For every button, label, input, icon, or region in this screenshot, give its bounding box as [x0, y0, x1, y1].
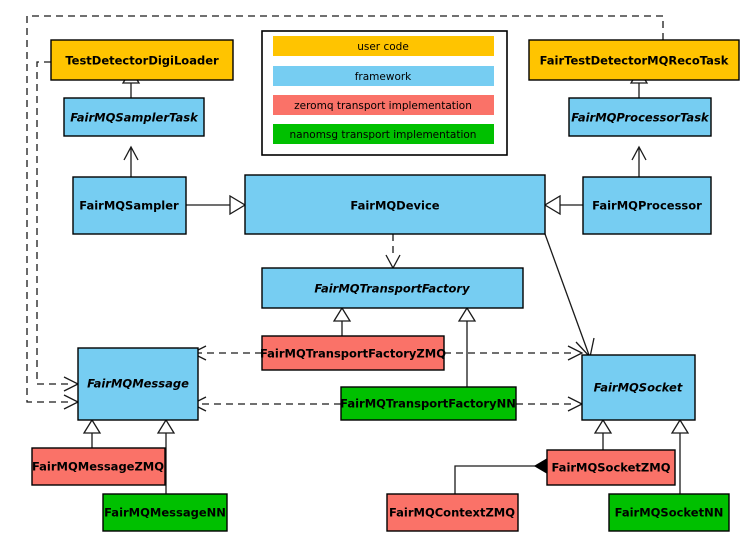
node-label-fairmq-transport-factory-nn: FairMQTransportFactoryNN	[340, 397, 516, 411]
arrowhead-sampler-to-samplertask	[123, 145, 139, 161]
node-layer: TestDetectorDigiLoader FairTestDetectorM…	[31, 39, 740, 532]
node-label-fairmq-socket-nn: FairMQSocketNN	[615, 506, 724, 520]
arrowhead-messagezmq-to-message	[82, 418, 102, 434]
legend-label-framework: framework	[355, 71, 412, 83]
node-fairmq-processor-task[interactable]: FairMQProcessorTask	[568, 97, 712, 137]
legend-item-nanomsg: nanomsg transport implementation	[273, 124, 494, 144]
node-fair-test-detector-mq-reco-task[interactable]: FairTestDetectorMQRecoTask	[528, 39, 740, 81]
arrowhead-device-to-transportfactory	[385, 254, 401, 270]
node-box-fairmq-socket-nn[interactable]	[608, 493, 730, 532]
arrowhead-sampler-to-device	[229, 194, 247, 216]
node-box-fairmq-processor[interactable]	[582, 176, 712, 235]
arrowhead-tfzmq-to-socket	[567, 345, 584, 361]
node-label-fairmq-sampler: FairMQSampler	[79, 199, 179, 213]
node-label-fairmq-processor: FairMQProcessor	[592, 199, 702, 213]
node-fairmq-message-nn[interactable]: FairMQMessageNN	[102, 493, 228, 532]
node-box-fair-test-detector-mq-reco-task[interactable]	[528, 39, 740, 81]
legend-item-framework: framework	[273, 66, 494, 86]
node-fairmq-socket-nn[interactable]: FairMQSocketNN	[608, 493, 730, 532]
node-label-fairmq-message-nn: FairMQMessageNN	[104, 506, 226, 520]
node-box-fairmq-context-zmq[interactable]	[386, 493, 519, 532]
node-box-fairmq-transport-factory-nn[interactable]	[340, 386, 517, 421]
arrowhead-socketzmq-to-socket	[593, 418, 613, 434]
node-box-fairmq-processor-task[interactable]	[568, 97, 712, 137]
legend-label-nanomsg: nanomsg transport implementation	[290, 129, 477, 141]
node-label-fairmq-processor-task: FairMQProcessorTask	[571, 111, 710, 125]
node-fairmq-context-zmq[interactable]: FairMQContextZMQ	[386, 493, 519, 532]
node-fairmq-transport-factory[interactable]: FairMQTransportFactory	[261, 267, 524, 309]
node-box-fairmq-transport-factory[interactable]	[261, 267, 524, 309]
node-box-test-detector-digi-loader[interactable]	[50, 39, 234, 81]
node-fairmq-processor[interactable]: FairMQProcessor	[582, 176, 712, 235]
arrowhead-tfnn-to-transportfactory	[457, 306, 477, 322]
node-label-fairmq-device: FairMQDevice	[350, 199, 439, 213]
legend-swatch-nanomsg	[273, 124, 494, 144]
arrowhead-processor-to-device	[543, 194, 561, 216]
node-box-fairmq-message-nn[interactable]	[102, 493, 228, 532]
legend-swatch-framework	[273, 66, 494, 86]
legend: user code framework zeromq transport imp…	[261, 30, 508, 156]
node-label-fair-test-detector-mq-reco-task: FairTestDetectorMQRecoTask	[540, 54, 729, 68]
node-fairmq-socket-zmq[interactable]: FairMQSocketZMQ	[546, 449, 676, 486]
legend-label-user-code: user code	[357, 41, 409, 53]
legend-swatch-user-code	[273, 36, 494, 56]
legend-label-zeromq: zeromq transport implementation	[294, 100, 472, 112]
node-fairmq-sampler[interactable]: FairMQSampler	[72, 176, 187, 235]
node-box-fairmq-message[interactable]	[77, 347, 199, 421]
legend-item-user-code: user code	[273, 36, 494, 56]
edge-contextzmq-to-socketzmq	[454, 465, 535, 494]
node-label-fairmq-socket-zmq: FairMQSocketZMQ	[552, 461, 671, 475]
node-fairmq-sampler-task[interactable]: FairMQSamplerTask	[63, 97, 205, 137]
legend-item-zeromq: zeromq transport implementation	[273, 95, 494, 115]
edge-digiloader-to-message	[36, 61, 72, 385]
node-label-fairmq-message-zmq: FairMQMessageZMQ	[32, 460, 164, 474]
node-box-fairmq-socket[interactable]	[581, 354, 696, 421]
node-fairmq-socket[interactable]: FairMQSocket	[581, 354, 696, 421]
node-box-fairmq-sampler-task[interactable]	[63, 97, 205, 137]
arrowhead-socketnn-to-socket	[670, 418, 690, 434]
node-label-fairmq-message: FairMQMessage	[87, 377, 189, 391]
node-fairmq-device[interactable]: FairMQDevice	[244, 174, 546, 235]
node-label-fairmq-socket: FairMQSocket	[594, 381, 683, 395]
node-box-fairmq-transport-factory-zmq[interactable]	[261, 335, 445, 371]
node-label-fairmq-transport-factory: FairMQTransportFactory	[314, 282, 470, 296]
node-box-fairmq-sampler[interactable]	[72, 176, 187, 235]
node-fairmq-message[interactable]: FairMQMessage	[77, 347, 199, 421]
node-label-fairmq-sampler-task: FairMQSamplerTask	[70, 111, 199, 125]
arrowhead-processor-to-processortask	[631, 145, 647, 161]
legend-swatch-zeromq	[273, 95, 494, 115]
node-label-fairmq-transport-factory-zmq: FairMQTransportFactoryZMQ	[260, 347, 446, 361]
node-test-detector-digi-loader[interactable]: TestDetectorDigiLoader	[50, 39, 234, 81]
node-fairmq-transport-factory-nn[interactable]: FairMQTransportFactoryNN	[340, 386, 517, 421]
node-label-test-detector-digi-loader: TestDetectorDigiLoader	[65, 54, 219, 68]
node-label-fairmq-context-zmq: FairMQContextZMQ	[389, 506, 515, 520]
node-box-fairmq-socket-zmq[interactable]	[546, 449, 676, 486]
node-box-fairmq-device[interactable]	[244, 174, 546, 235]
node-fairmq-message-zmq[interactable]: FairMQMessageZMQ	[31, 447, 166, 486]
arrowhead-tfzmq-to-transportfactory	[332, 306, 352, 322]
edge-device-to-socket	[544, 233, 590, 356]
arrowhead-messagenn-to-message	[156, 418, 176, 434]
node-box-fairmq-message-zmq[interactable]	[31, 447, 166, 486]
edge-recotask-to-message	[26, 15, 664, 403]
node-fairmq-transport-factory-zmq[interactable]: FairMQTransportFactoryZMQ	[260, 335, 446, 371]
